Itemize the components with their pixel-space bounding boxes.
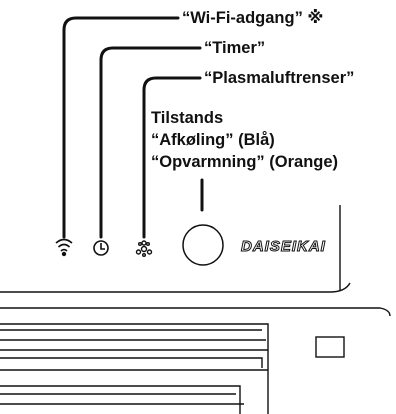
timer-label: “Timer” <box>204 39 266 57</box>
louver-upper <box>0 323 269 414</box>
wifi-leader-line <box>62 16 180 239</box>
timer-leader-line <box>99 46 202 239</box>
timer-icon <box>93 240 109 256</box>
unit-top-edge <box>0 282 351 293</box>
status-label-line-3: “Opvarmning” (Orange) <box>151 153 339 171</box>
status-label-line-2: “Afkøling” (Blå) <box>151 131 275 149</box>
plasma-label: “Plasmaluftrenser” <box>204 69 355 87</box>
wifi-label: “Wi-Fi-adgang” ※ <box>182 9 324 27</box>
status-label-line-1: Tilstands <box>151 109 224 127</box>
plasma-icon <box>135 240 153 257</box>
display-window <box>315 336 345 358</box>
brand-logo: DAISEIKAI <box>241 238 326 256</box>
status-lamp-icon <box>182 224 224 266</box>
louver-lower <box>0 385 241 414</box>
plasma-leader-line <box>142 76 202 239</box>
unit-front-panel <box>0 307 391 317</box>
wifi-icon <box>55 238 73 257</box>
